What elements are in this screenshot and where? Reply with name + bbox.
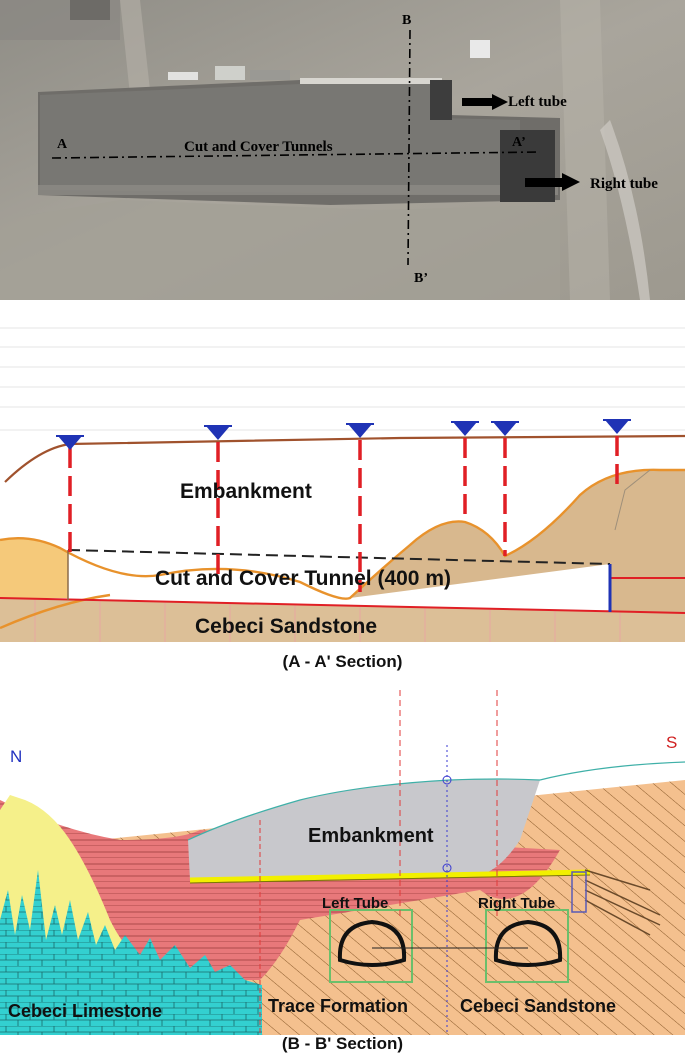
label-b-prime: B’ xyxy=(414,271,428,286)
left-portal xyxy=(430,80,452,120)
label-left-tube: Left tube xyxy=(508,94,567,110)
section-line-bb xyxy=(407,29,411,266)
aa-embankment-label: Embankment xyxy=(180,480,312,503)
bb-road-line xyxy=(189,869,591,883)
label-b: B xyxy=(402,13,411,28)
sandstone-layer xyxy=(0,598,685,642)
aa-sandstone-label: Cebeci Sandstone xyxy=(195,615,377,638)
bb-trace-label: Trace Formation xyxy=(268,996,408,1016)
right-tube-arrow xyxy=(525,173,580,191)
left-tube-arrow xyxy=(462,94,508,110)
bb-anchors xyxy=(584,869,661,936)
bb-caption: (B - B' Section) xyxy=(281,1034,404,1053)
right-soil-mass xyxy=(350,469,685,613)
label-a: A xyxy=(57,137,68,152)
aa-caption: (A - A' Section) xyxy=(282,652,403,671)
aerial-photo: A A’ B B’ Cut and Cover Tunnels Left tub… xyxy=(0,0,685,300)
right-portal xyxy=(500,130,555,202)
section-aa: Embankment Cut and Cover Tunnel (400 m) … xyxy=(0,327,685,642)
bb-right-tunnel xyxy=(485,909,569,983)
section-bb: N S Embankment Left Tube Right Tube Cebe… xyxy=(0,690,685,1035)
section-aa-grid xyxy=(0,327,685,431)
section-line-aa xyxy=(51,151,541,159)
tunnel-top-line xyxy=(67,549,611,565)
bb-limestone xyxy=(0,870,262,1035)
tunnel-base-line xyxy=(0,597,685,614)
ground-surface-line xyxy=(4,434,685,483)
label-a-prime: A’ xyxy=(512,135,526,150)
bb-right-tube-label: Right Tube xyxy=(478,895,555,912)
label-cut-cover: Cut and Cover Tunnels xyxy=(184,139,333,155)
bb-embankment-label: Embankment xyxy=(308,825,434,847)
bb-limestone-label: Cebeci Limestone xyxy=(8,1001,162,1021)
bb-left-tunnel xyxy=(329,909,413,983)
label-right-tube: Right tube xyxy=(590,176,658,192)
bb-embankment xyxy=(188,779,540,880)
bb-south-label: S xyxy=(666,733,677,752)
bb-sandstone-label: Cebeci Sandstone xyxy=(460,996,616,1016)
aa-tunnel-label: Cut and Cover Tunnel (400 m) xyxy=(155,567,451,590)
borehole-markers xyxy=(56,419,631,592)
soil-boundary xyxy=(0,468,685,600)
bb-left-tube-label: Left Tube xyxy=(322,895,388,912)
bb-north-label: N xyxy=(10,747,22,766)
